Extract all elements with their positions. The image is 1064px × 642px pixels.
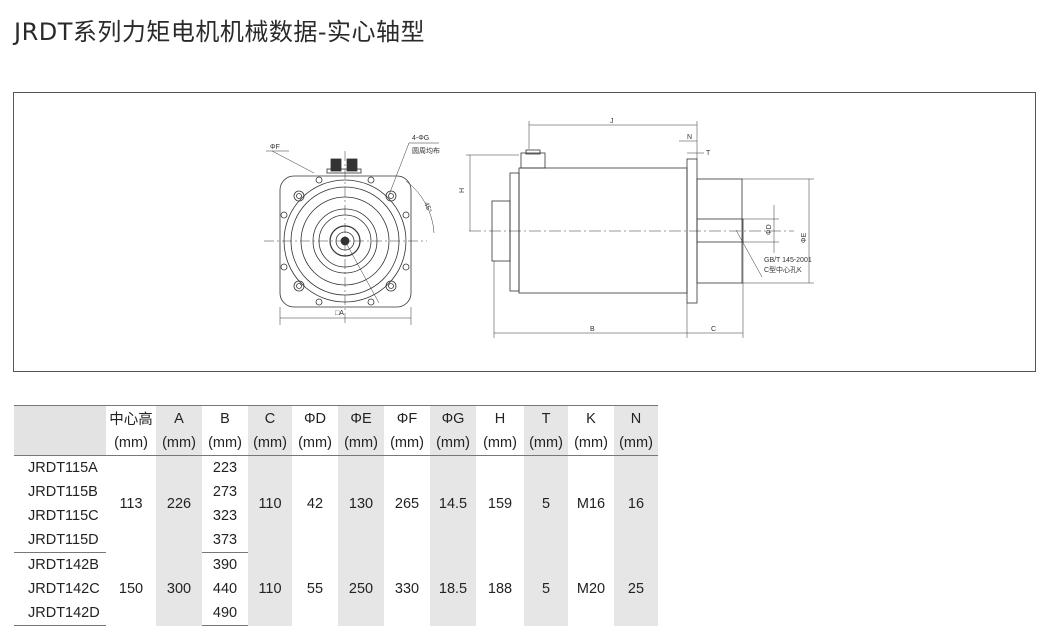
bolt-holes (280, 176, 410, 306)
k-cell: M16 (576, 496, 606, 513)
header-g: ΦG (430, 405, 476, 431)
unit-center-height: (mm) (114, 435, 148, 451)
front-view (264, 142, 439, 325)
b-cell: 223 (212, 460, 238, 476)
f-cell: 265 (394, 496, 420, 513)
center-height-cell: 150 (118, 581, 144, 597)
label-dim-n: N (687, 134, 692, 141)
d-cell: 42 (306, 496, 324, 513)
b-cell: 440 (212, 581, 238, 597)
table-row: JRDT115B 273 (14, 480, 658, 504)
header-d: ΦD (303, 410, 327, 427)
header-f: ΦF (396, 410, 418, 427)
header-center-height: 中心高 (109, 412, 153, 428)
table-row: JRDT115D 373 (14, 528, 658, 553)
center-height-cell: 113 (119, 496, 143, 513)
g-cell: 14.5 (430, 455, 476, 553)
label-dim-c: C (711, 326, 716, 333)
label-holes: 4-ΦG (412, 135, 429, 142)
side-view-labels: J N T H B C ΦD ΦE GB/T 145-2001 C型中心孔K (459, 118, 812, 333)
front-view-labels: ΦF 4-ΦG 圆周均布 45° □A (270, 135, 440, 317)
model-cell: JRDT115B (28, 484, 98, 500)
unit-t: (mm) (524, 431, 568, 456)
model-cell: JRDT142B (28, 557, 99, 573)
side-view (466, 121, 814, 338)
b-cell: 390 (212, 557, 238, 573)
label-dim-d: ΦD (766, 224, 773, 235)
table-row: JRDT142B 150 300 390 110 55 250 330 18.5… (14, 552, 658, 626)
flange-outline (279, 175, 412, 308)
model-cell: JRDT115D (14, 528, 106, 553)
unit-g: (mm) (430, 431, 476, 456)
header-b: B (220, 410, 230, 427)
e-cell: 130 (338, 455, 384, 553)
table-row: JRDT142C 440 (14, 577, 658, 601)
t-cell: 5 (524, 455, 568, 553)
label-dim-j: J (610, 118, 614, 125)
model-cell: JRDT115C (28, 508, 99, 524)
label-dim-h: H (459, 188, 466, 193)
f-cell: 330 (394, 581, 420, 597)
unit-f: (mm) (390, 435, 424, 451)
table-row: JRDT115A 113 226 223 110 42 130 265 14.5… (14, 455, 658, 553)
a-cell: 226 (156, 455, 202, 553)
drawing-svg: ΦF 4-ΦG 圆周均布 45° □A (264, 118, 814, 338)
spec-table: 中心高 A B C ΦD ΦE ΦF ΦG H T K N (mm) (mm) … (14, 405, 658, 626)
model-cell: JRDT142C (28, 581, 100, 597)
header-h: H (494, 410, 506, 427)
unit-d: (mm) (298, 435, 332, 451)
label-holes-note: 圆周均布 (412, 146, 440, 155)
label-std-1: GB/T 145-2001 (764, 257, 812, 264)
unit-c: (mm) (248, 431, 292, 456)
motor-body (518, 167, 688, 294)
unit-e: (mm) (338, 431, 384, 456)
g-cell: 18.5 (430, 552, 476, 626)
a-cell: 300 (156, 552, 202, 626)
cable-glands (326, 158, 362, 174)
page-title: JRDT系列力矩电机机械数据-实心轴型 (14, 18, 426, 46)
table-row: JRDT115C 323 (14, 504, 658, 528)
shaft (696, 218, 744, 243)
c-cell: 110 (248, 455, 292, 553)
unit-h: (mm) (483, 435, 517, 451)
unit-n: (mm) (614, 431, 658, 456)
unit-a: (mm) (156, 431, 202, 456)
c-cell: 110 (248, 552, 292, 626)
b-cell: 490 (202, 601, 248, 626)
b-cell: 273 (212, 484, 238, 500)
label-std-2: C型中心孔K (764, 265, 802, 274)
label-angle: 45° (422, 201, 433, 214)
n-cell: 16 (614, 455, 658, 553)
header-a: A (156, 405, 202, 431)
header-c: C (248, 405, 292, 431)
b-cell: 323 (212, 508, 238, 524)
header-k: K (586, 410, 596, 427)
k-cell: M20 (576, 581, 606, 597)
model-cell: JRDT115A (28, 460, 98, 476)
mechanical-drawing: ΦF 4-ΦG 圆周均布 45° □A (13, 92, 1036, 372)
e-cell: 250 (338, 552, 384, 626)
table-row: JRDT142D 490 (14, 601, 658, 626)
header-n: N (614, 405, 658, 431)
label-dim-t: T (706, 150, 711, 157)
h-cell: 188 (487, 581, 513, 597)
label-dim-b: B (590, 326, 595, 333)
b-cell: 373 (202, 528, 248, 553)
header-t: T (524, 405, 568, 431)
n-cell: 25 (614, 552, 658, 626)
d-cell: 55 (306, 581, 324, 597)
header-corner (14, 405, 106, 456)
t-cell: 5 (524, 552, 568, 626)
label-dim-a: □A (335, 310, 344, 317)
model-cell: JRDT142D (14, 601, 106, 626)
label-dim-e: ΦE (801, 232, 808, 243)
header-e: ΦE (338, 405, 384, 431)
unit-k: (mm) (574, 435, 608, 451)
h-cell: 159 (487, 496, 513, 513)
unit-b: (mm) (208, 435, 242, 451)
label-phi-f: ΦF (270, 144, 280, 151)
